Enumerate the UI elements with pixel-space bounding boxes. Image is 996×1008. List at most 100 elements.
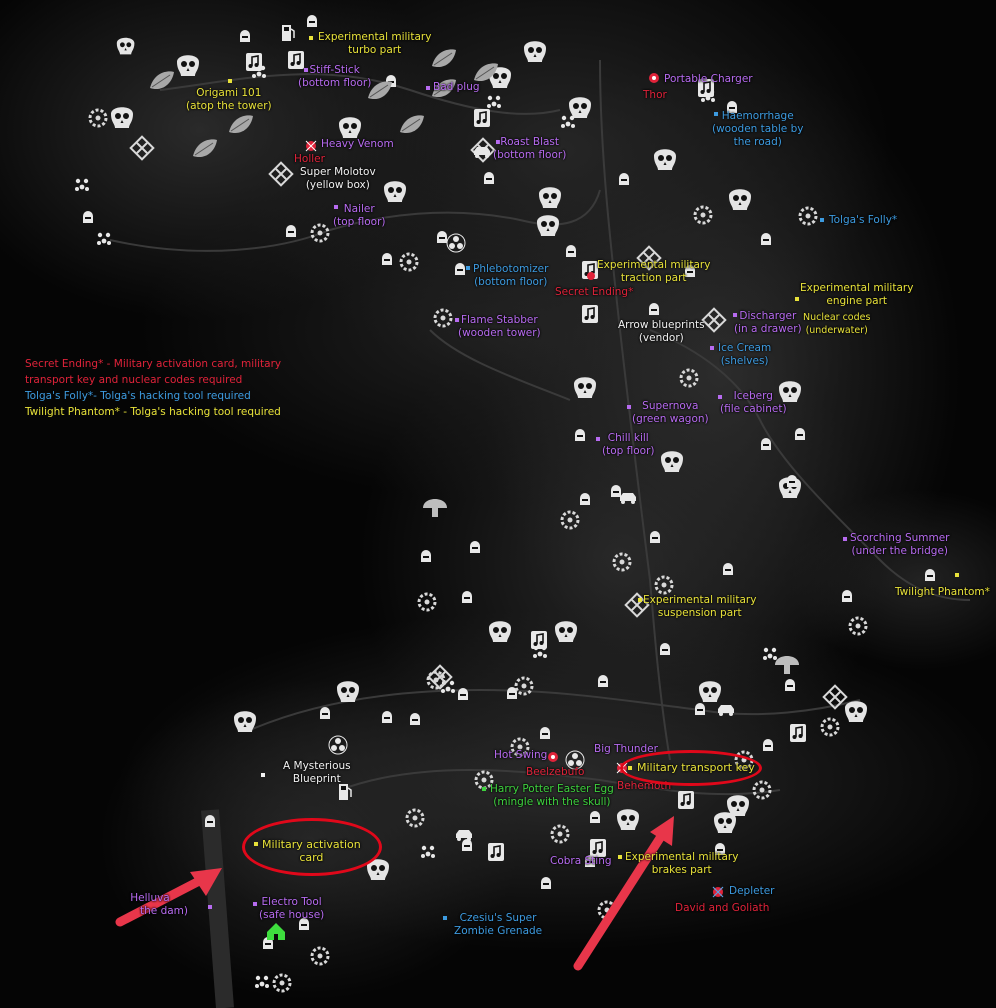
label-david-and-goliath[interactable]: David and Goliath [675, 902, 770, 914]
label-line: Electro Tool [261, 896, 322, 908]
label-line: (under the bridge) [851, 545, 949, 557]
label-chill-kill[interactable]: Chill kill(top floor) [602, 432, 655, 458]
marker-square [820, 218, 824, 222]
skull-icon [845, 701, 867, 722]
hideout-icons [83, 30, 935, 949]
label-line: (bottom floor) [493, 149, 567, 161]
label-big-thunder[interactable]: Big Thunder [594, 743, 658, 755]
label-beelzebufo[interactable]: Beelzebufo [526, 766, 585, 778]
legend-tolgas-folly: Tolga's Folly*- Tolga's hacking tool req… [25, 390, 251, 402]
label-harry-potter[interactable]: Harry Potter Easter Egg(mingle with the … [490, 783, 614, 809]
label-line: (green wagon) [632, 413, 709, 425]
skull-icon [699, 681, 721, 702]
label-electro-tool[interactable]: Electro Tool(safe house) [259, 896, 324, 922]
label-line: (wooden table by [712, 123, 804, 135]
label-line: (mingle with the skull) [493, 796, 611, 808]
marker-square [638, 598, 642, 602]
label-tolgas-folly[interactable]: Tolga's Folly* [829, 214, 898, 226]
label-scorching-summer[interactable]: Scorching Summer(under the bridge) [850, 532, 950, 558]
marker-square [718, 395, 722, 399]
marker-square [426, 86, 430, 90]
gas-pump-icon [281, 24, 295, 42]
mushroom-icon [423, 499, 447, 517]
label-nuclear-codes[interactable]: Nuclear codes(underwater) [803, 311, 870, 337]
label-roast-blast[interactable]: Roast Blast(bottom floor) [493, 136, 566, 162]
label-line: engine part [826, 295, 888, 307]
label-line: Supernova [642, 400, 699, 412]
label-line: (safe house) [259, 909, 325, 921]
skull-icon [539, 187, 561, 208]
label-line: Haemorrhage [721, 110, 794, 122]
legend: Secret Ending* - Military activation car… [25, 356, 281, 420]
label-line: Helluva [130, 892, 170, 904]
tower-icon [307, 15, 317, 27]
label-iceberg[interactable]: Iceberg(file cabinet) [720, 390, 787, 416]
label-line: (wooden tower) [458, 327, 541, 339]
label-hot-swing[interactable]: Hot Swing [494, 749, 548, 761]
label-phlebotomizer[interactable]: Phlebotomizer(bottom floor) [473, 263, 548, 289]
label-nailer[interactable]: Nailer(top floor) [333, 203, 386, 229]
label-line: Discharger [739, 310, 797, 322]
marker-square [466, 266, 470, 270]
safe-house-icon [267, 923, 285, 940]
label-depleter[interactable]: Depleter [729, 885, 775, 897]
label-line: Zombie Grenade [454, 925, 543, 937]
label-line: Experimental military [597, 259, 711, 271]
label-line: (top floor) [602, 445, 655, 457]
label-ice-cream[interactable]: Ice Cream(shelves) [718, 342, 771, 368]
gas-pump-icon [338, 783, 352, 801]
label-heavy-venom[interactable]: Heavy Venom [321, 138, 394, 150]
label-line: (in a drawer) [734, 323, 802, 335]
label-flame-stabber[interactable]: Flame Stabber(wooden tower) [458, 314, 541, 340]
label-line: Ice Cream [718, 342, 772, 354]
skull-icon [569, 97, 591, 118]
legend-secret-ending: Secret Ending* - Military activation car… [25, 358, 282, 370]
label-arrow-blueprints[interactable]: Arrow blueprints(vendor) [618, 319, 705, 345]
marker-square [253, 902, 257, 906]
biohazard-icon [328, 735, 348, 755]
marker-square [261, 773, 265, 777]
label-line: Origami 101 [196, 87, 262, 99]
label-line: Chill kill [607, 432, 649, 444]
highlight-military-activation [242, 818, 382, 876]
skull-icon [337, 681, 359, 702]
marker-square [228, 79, 232, 83]
label-twilight-phantom[interactable]: Twilight Phantom* [895, 586, 990, 598]
label-line: (yellow box) [305, 179, 370, 191]
label-line: (file cabinet) [720, 403, 787, 415]
label-line: Stiff-Stick [309, 64, 360, 76]
marker-square [618, 855, 622, 859]
skull-icon [339, 117, 361, 138]
label-secret-ending[interactable]: Secret Ending* [555, 286, 634, 298]
skull-icon [661, 451, 683, 472]
label-bad-plug[interactable]: Bad plug [433, 81, 480, 93]
label-discharger[interactable]: Discharger(in a drawer) [734, 310, 802, 336]
crossed-swords-icons [129, 135, 848, 710]
label-line: Scorching Summer [850, 532, 950, 544]
label-super-molotov[interactable]: Super Molotov(yellow box) [300, 166, 376, 192]
legend-twilight-phantom: Twilight Phantom* - Tolga's hacking tool… [25, 406, 281, 418]
highlight-military-transport-key [620, 750, 762, 786]
skull-icon [524, 41, 546, 62]
label-thor[interactable]: Thor [643, 89, 667, 101]
label-stiff-stick[interactable]: Stiff-Stick(bottom floor) [298, 64, 371, 90]
marker-square [795, 297, 799, 301]
label-holler[interactable]: Holler [294, 153, 325, 165]
label-origami[interactable]: Origami 101(atop the tower) [186, 87, 272, 113]
skull-icon [729, 189, 751, 210]
label-line: (shelves) [720, 355, 769, 367]
label-supernova[interactable]: Supernova(green wagon) [632, 400, 709, 426]
label-cobra-sting[interactable]: Cobra Sting [550, 855, 612, 867]
label-portable-charger[interactable]: Portable Charger [664, 73, 753, 85]
marker-square [710, 346, 714, 350]
